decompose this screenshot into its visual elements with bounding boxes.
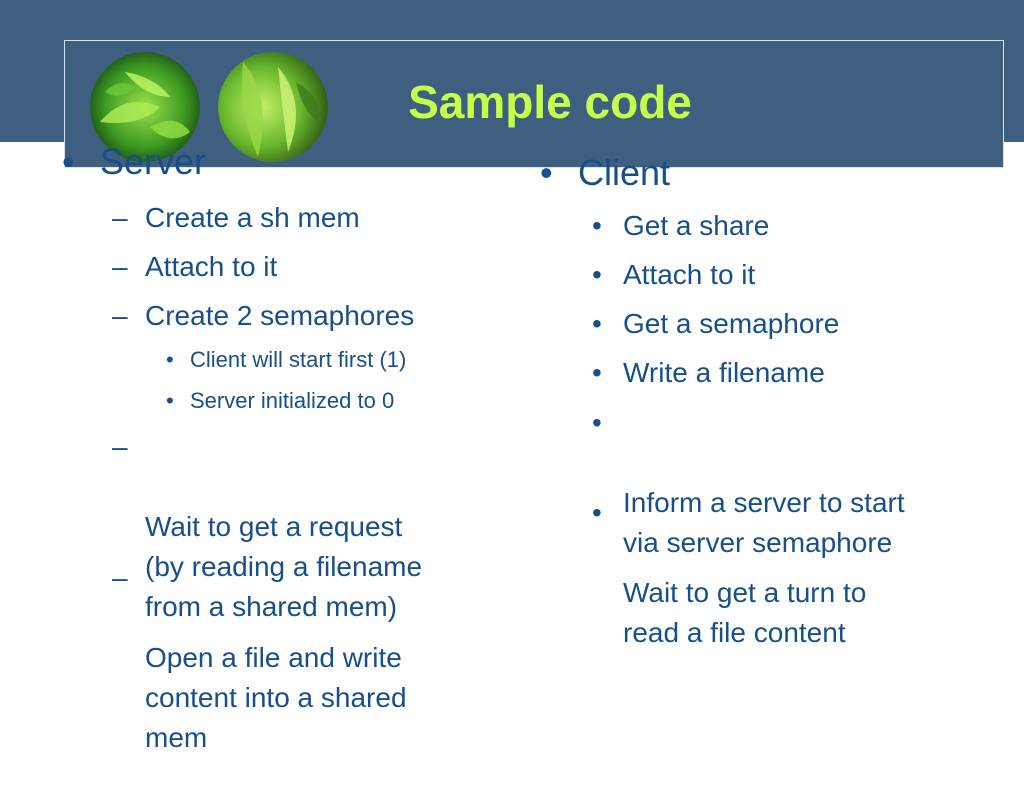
dash-marker: – <box>112 202 128 233</box>
client-item-6-text: Wait to get a turn to read a file conten… <box>623 577 867 648</box>
leaf-image-right <box>218 52 328 162</box>
server-item-3-text: Create 2 semaphores <box>145 300 415 331</box>
dash-marker: – <box>112 300 128 331</box>
heading-bullet-marker: • <box>540 152 553 193</box>
bullet-marker: • <box>592 497 602 528</box>
server-item-3: – Create 2 semaphores <box>112 296 492 336</box>
sub-bullet-marker: • <box>166 388 174 413</box>
bullet-marker: • <box>592 308 602 339</box>
client-item-1: • Get a share <box>592 206 992 246</box>
server-item-4-text: Wait to get a request (by reading a file… <box>145 511 423 622</box>
dash-marker: – <box>112 251 128 282</box>
server-item-4: – Wait to get a request (by reading a fi… <box>112 427 502 667</box>
server-item-1-text: Create a sh mem <box>145 202 360 233</box>
client-item-4-text: Write a filename <box>623 357 825 388</box>
client-heading: • Client <box>540 153 960 193</box>
client-heading-text: Client <box>578 152 671 193</box>
server-heading-text: Server <box>100 141 207 182</box>
sub-bullet-marker: • <box>166 347 174 372</box>
server-subitem-1: • Client will start first (1) <box>166 345 506 375</box>
client-item-2: • Attach to it <box>592 255 992 295</box>
server-subitem-2-text: Server initialized to 0 <box>190 388 395 413</box>
dash-marker: – <box>112 431 128 462</box>
client-item-2-text: Attach to it <box>623 259 756 290</box>
client-item-3: • Get a semaphore <box>592 304 992 344</box>
bullet-marker: • <box>592 357 602 388</box>
client-item-3-text: Get a semaphore <box>623 308 840 339</box>
server-item-5: – Open a file and write content into a s… <box>112 558 502 798</box>
server-heading: • Server <box>62 142 482 182</box>
server-item-2: – Attach to it <box>112 247 492 287</box>
dash-marker: – <box>112 562 128 593</box>
bullet-marker: • <box>592 259 602 290</box>
bullet-marker: • <box>592 407 602 438</box>
heading-bullet-marker: • <box>62 141 75 182</box>
client-item-6: • Wait to get a turn to read a file cont… <box>592 493 1002 693</box>
leaf-image-left <box>90 52 200 162</box>
server-item-5-text: Open a file and write content into a sha… <box>145 642 407 753</box>
client-item-4: • Write a filename <box>592 353 992 393</box>
server-item-2-text: Attach to it <box>145 251 278 282</box>
client-item-5-text: Inform a server to start via server sema… <box>623 487 905 558</box>
slide-title: Sample code <box>408 76 692 128</box>
server-subitem-1-text: Client will start first (1) <box>190 347 407 372</box>
client-item-1-text: Get a share <box>623 210 770 241</box>
server-item-1: – Create a sh mem <box>112 198 492 238</box>
client-item-5: • Inform a server to start via server se… <box>592 403 1002 603</box>
bullet-marker: • <box>592 210 602 241</box>
server-subitem-2: • Server initialized to 0 <box>166 386 506 416</box>
